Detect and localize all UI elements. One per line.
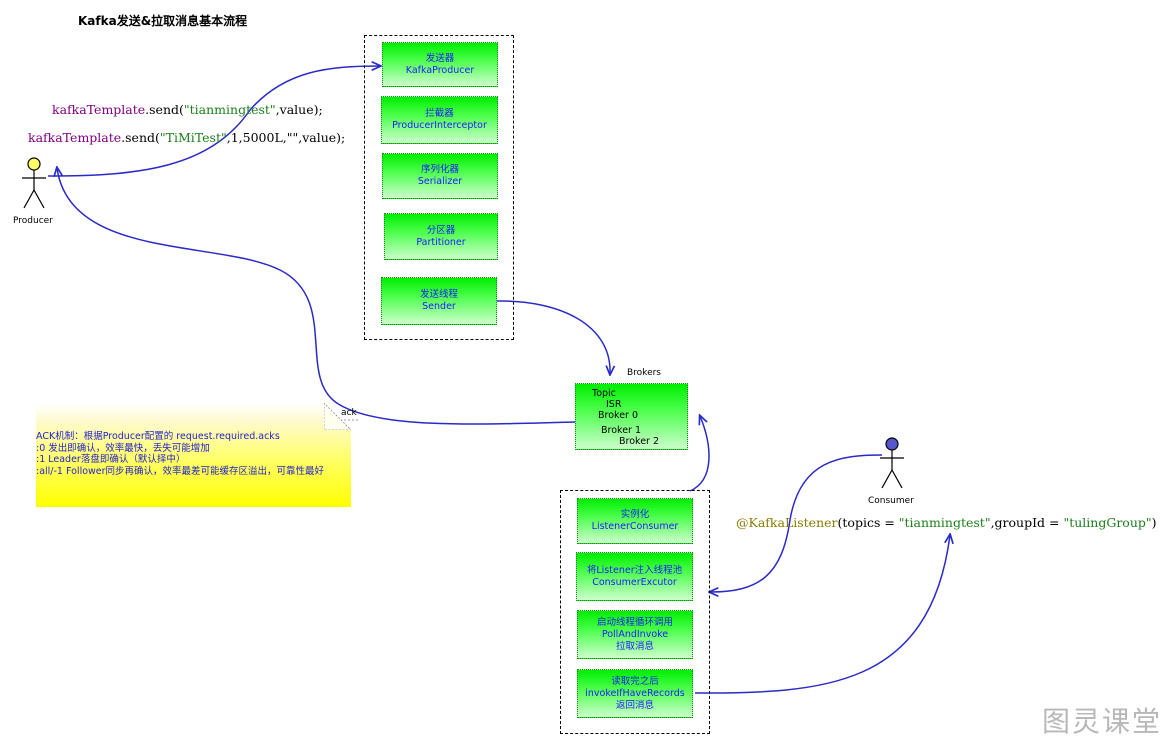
- broker-1: Broker 1: [601, 425, 642, 436]
- sender-to-brokers-arrow: [496, 300, 610, 374]
- consumer-group-to-brokers-arrow: [689, 416, 710, 492]
- producer-label: Producer: [13, 216, 53, 226]
- diagram-title: Kafka发送&拉取消息基本流程: [78, 14, 248, 28]
- send-code-line-2: kafkaTemplate.send("TiMiTest",1,5000L,""…: [28, 130, 346, 145]
- broker-2: Broker 2: [619, 436, 660, 447]
- return-to-listener-arrow: [694, 535, 950, 694]
- broker-topic: Topic: [592, 388, 616, 399]
- producer-pipeline-group: [364, 35, 514, 340]
- consumer-label: Consumer: [868, 496, 914, 506]
- note-fold-corner: [324, 403, 351, 430]
- producer-to-kafkaproducer-arrow: [47, 66, 380, 177]
- watermark-logo: 图灵课堂: [1041, 705, 1162, 738]
- producer-actor-icon: [22, 157, 46, 209]
- ack-to-producer-arrow: [57, 168, 576, 425]
- send-code-line-1: kafkaTemplate.send("tianmingtest",value)…: [52, 102, 323, 117]
- brokers-label: Brokers: [627, 368, 662, 378]
- listener-code-line: @KafkaListener(topics = "tianmingtest",g…: [736, 515, 1157, 530]
- ack-label: ack: [341, 408, 357, 418]
- broker-0: Broker 0: [598, 410, 639, 421]
- consumer-to-threadpool-arrow: [710, 454, 883, 592]
- ack-mechanism-note: ACK机制：根据Producer配置的 request.required.ack…: [36, 403, 351, 507]
- broker-isr: ISR: [606, 399, 622, 410]
- consumer-pipeline-group: [560, 490, 710, 734]
- consumer-actor-icon: [880, 437, 904, 489]
- brokers-box: Topic ISR Broker 0 Broker 1 Broker 2: [575, 383, 688, 450]
